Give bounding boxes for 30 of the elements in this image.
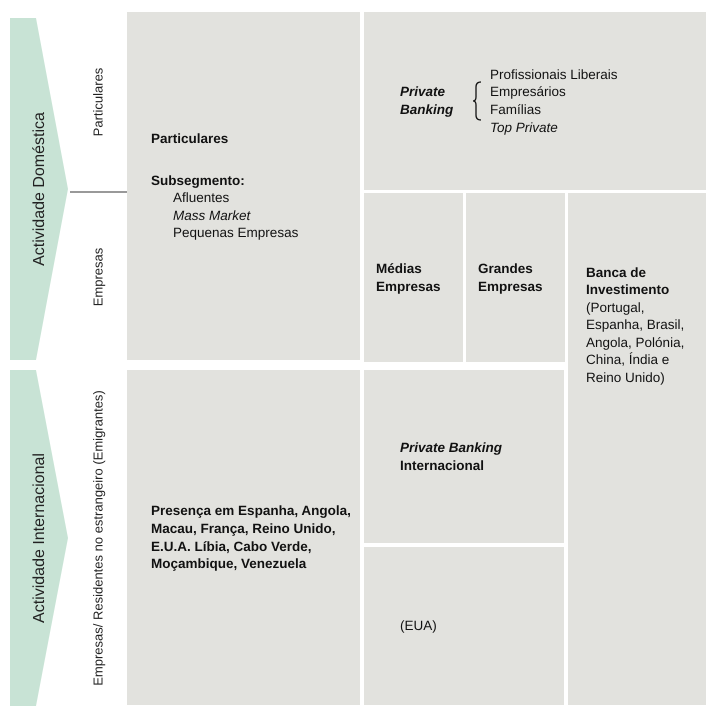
segment-panel: [364, 547, 564, 705]
segment-title: (EUA): [400, 617, 438, 635]
segment-title: Particulares: [151, 130, 230, 148]
segment-title: Grandes Empresas: [478, 260, 544, 296]
list-item: Profissionais Liberais: [490, 66, 618, 84]
segment-text: Subsegmento:: [151, 172, 246, 190]
segment-text: Afluentes: [173, 189, 230, 207]
segment-title: Private Banking Internacional: [400, 438, 504, 474]
segment-text: Mass Market: [173, 206, 252, 224]
segment-title: Private Banking: [400, 83, 454, 119]
section-title: Actividade Doméstica: [30, 112, 49, 266]
list-item: Empresários: [490, 83, 567, 101]
segment-panel: [127, 12, 360, 360]
segment-text: Pequenas Empresas: [173, 224, 300, 242]
segment-panel: [466, 193, 565, 362]
segment-panel: [364, 193, 463, 362]
segment-text: (Portugal, Espanha, Brasil, Angola, Polónia, China, Índia e Reino Unido): [586, 298, 686, 386]
segment-title: Médias Empresas: [376, 260, 442, 296]
segment-panel: [364, 12, 706, 190]
row-label: Empresas/ Residentes no estrangeiro (Emigrantes): [90, 388, 106, 688]
segment-panel: [568, 193, 706, 705]
list-item: Famílias: [490, 101, 542, 119]
section-title: Actividade Internacional: [30, 453, 49, 623]
row-label: Particulares: [90, 66, 106, 138]
segment-title: Presença em Espanha, Angola, Macau, França, Reino Unido, E.U.A. Líbia, Cabo Verde, Moçambique, Venezuela: [151, 502, 352, 573]
row-label: Empresas: [90, 246, 106, 308]
segment-title: Banca de Investimento: [586, 264, 670, 299]
segment-panel: [127, 370, 360, 705]
list-item: Top Private: [490, 118, 559, 136]
segment-panel: [364, 370, 564, 543]
